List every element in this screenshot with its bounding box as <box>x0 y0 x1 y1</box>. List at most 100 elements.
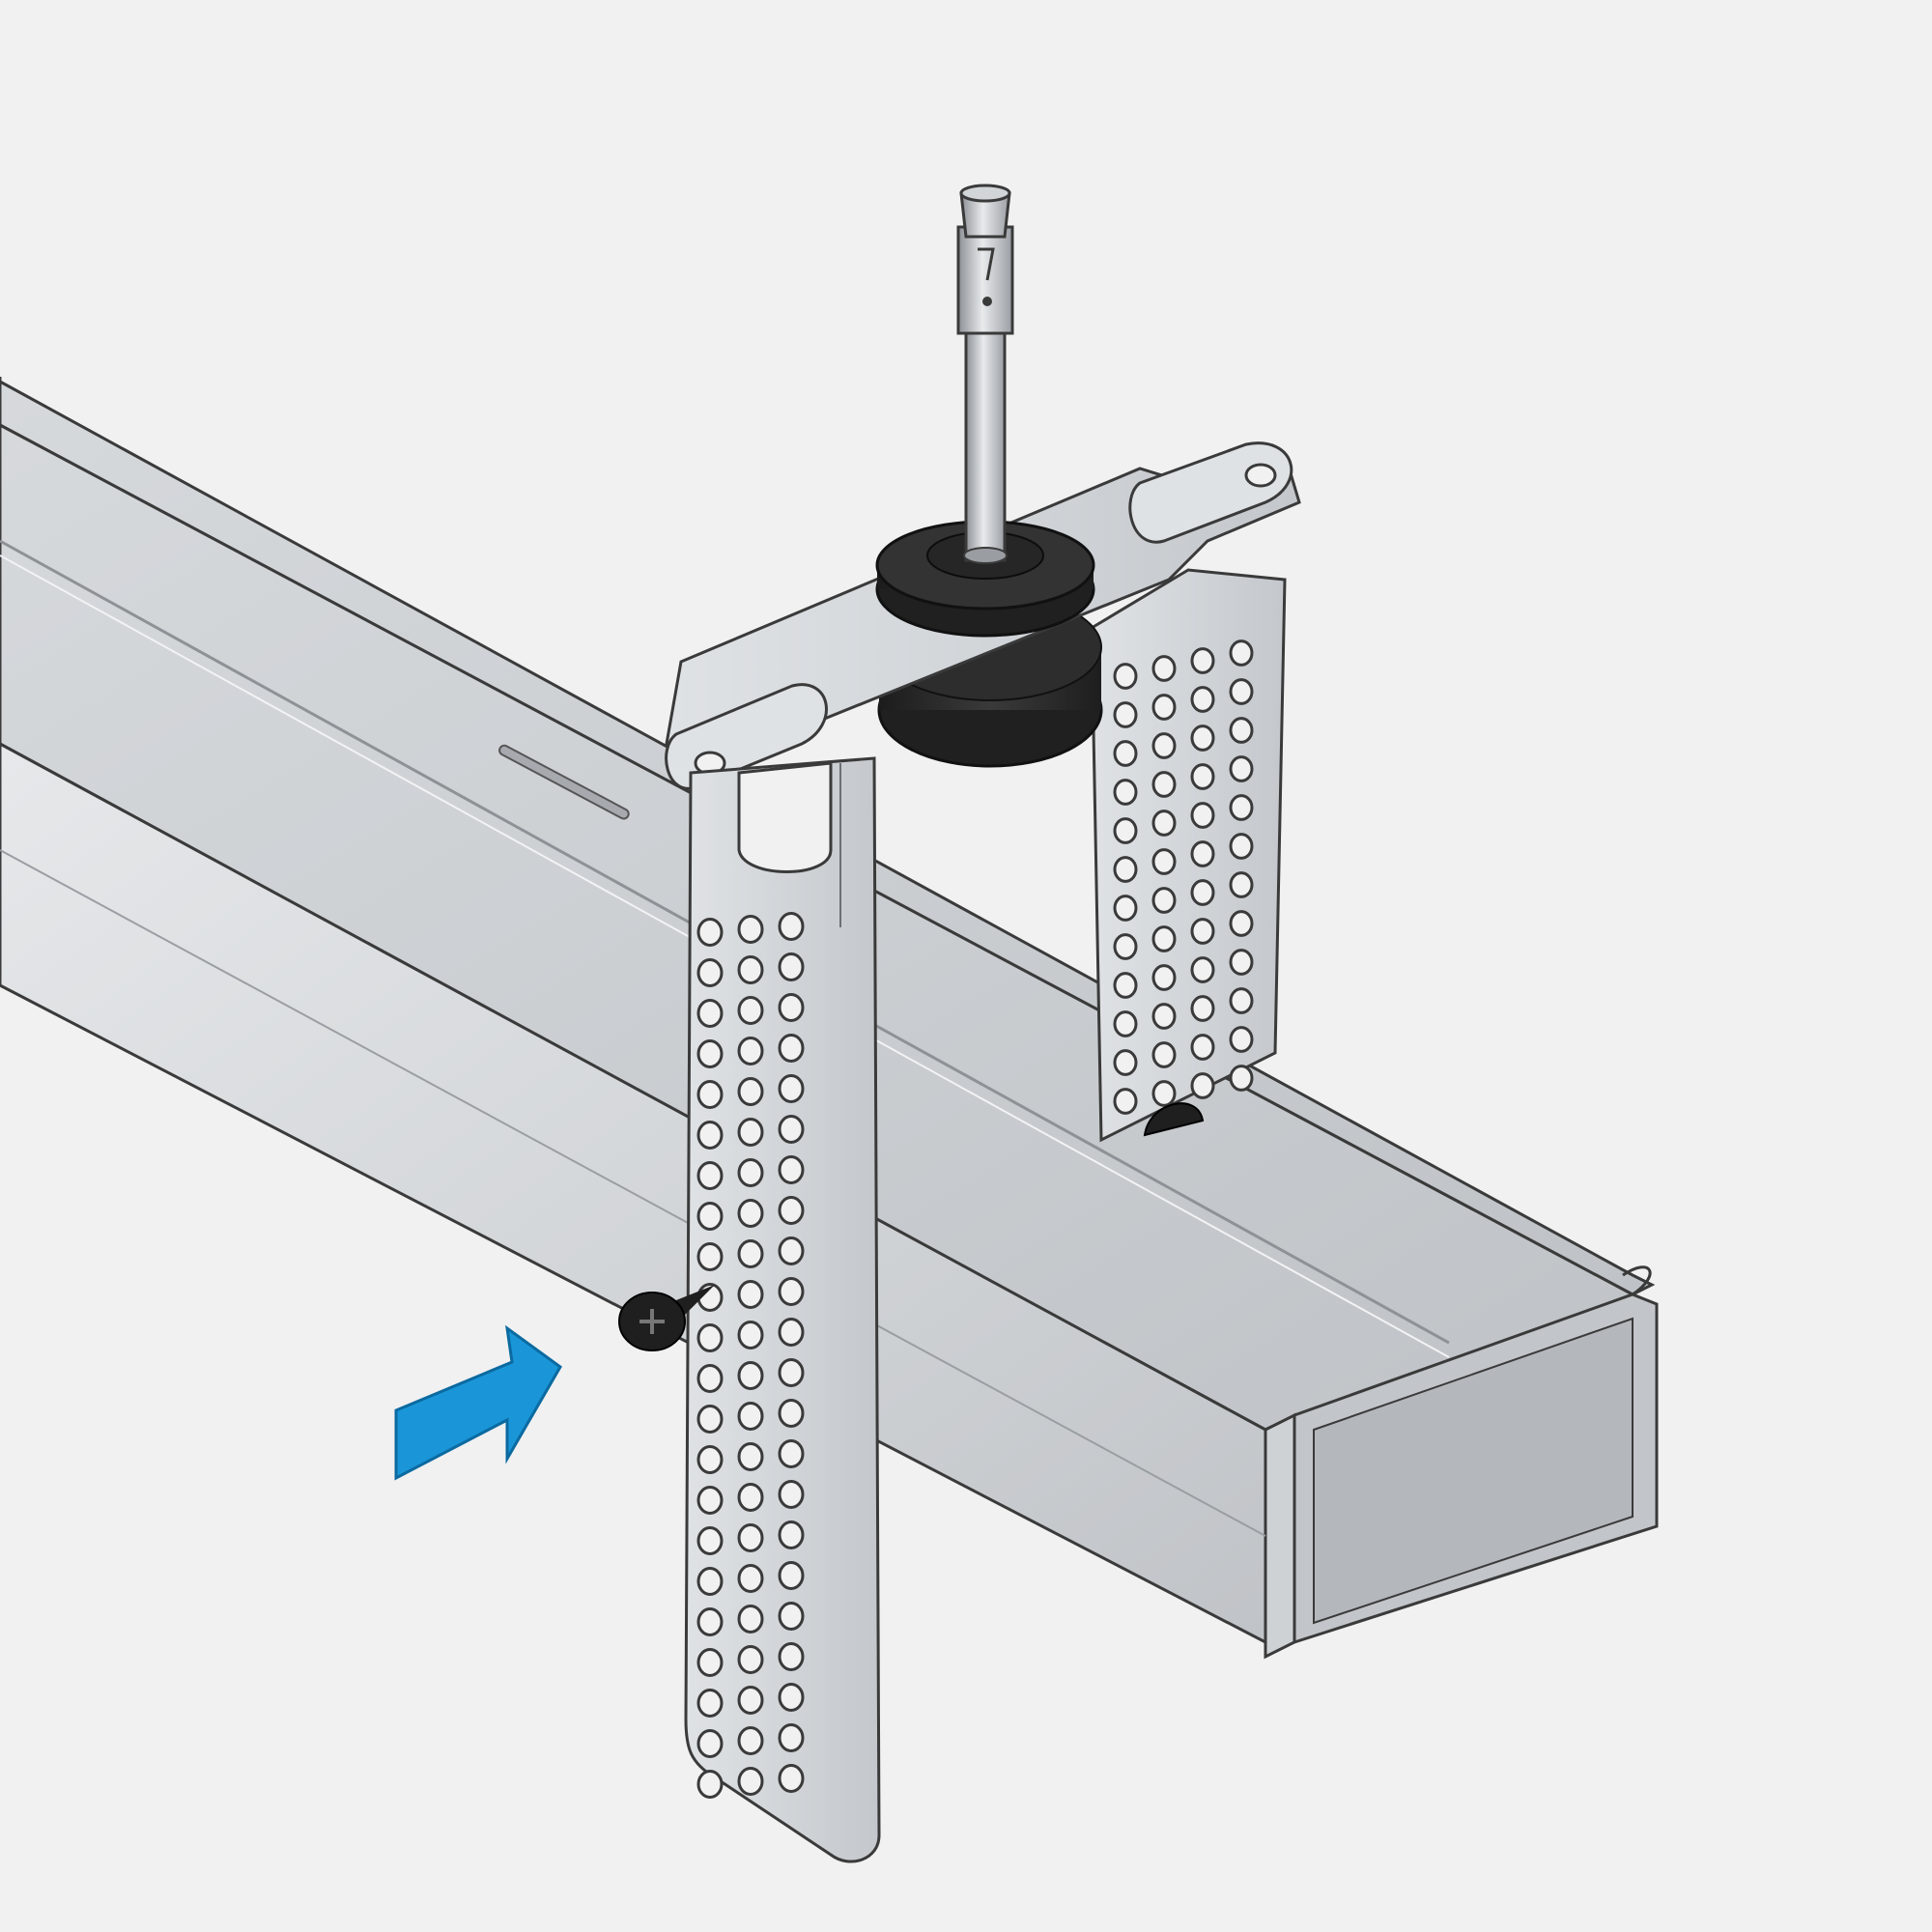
rod-slit <box>978 247 995 281</box>
perforation-hole <box>1190 918 1215 945</box>
perforation-hole <box>778 1277 805 1306</box>
perforation-hole <box>1229 717 1254 744</box>
rod-sleeve <box>956 225 1014 335</box>
perforation-hole <box>737 915 764 944</box>
perforation-hole <box>1151 732 1177 759</box>
perforation-hole <box>696 1770 724 1799</box>
front-leg-plate <box>684 756 881 1863</box>
perforation-hole <box>696 1202 724 1231</box>
perforation-hole <box>1151 887 1177 914</box>
perforation-hole <box>737 955 764 984</box>
perforation-hole <box>1229 910 1254 937</box>
perforation-hole <box>778 1115 805 1144</box>
perforation-hole <box>778 1764 805 1793</box>
perforation-hole <box>778 1399 805 1428</box>
channel-far-lip <box>1622 1265 1652 1296</box>
perforation-hole <box>1229 755 1254 782</box>
perforation-hole <box>696 1364 724 1393</box>
perforation-hole <box>1229 871 1254 898</box>
perforation-hole <box>737 1645 764 1674</box>
perforation-hole <box>737 1767 764 1796</box>
perforation-hole <box>778 912 805 941</box>
screw-back <box>1143 1102 1205 1137</box>
perforation-hole <box>737 1726 764 1755</box>
perforation-hole <box>778 1034 805 1063</box>
perforation-hole <box>1151 964 1177 991</box>
perforation-hole <box>778 1642 805 1671</box>
channel-slot <box>498 744 630 820</box>
perforation-hole <box>1229 949 1254 976</box>
perforation-hole <box>1190 840 1215 867</box>
perforation-hole <box>737 1686 764 1715</box>
perforation-hole <box>696 1323 724 1352</box>
perforation-hole <box>696 1080 724 1109</box>
perforation-hole <box>737 1118 764 1147</box>
perforation-hole <box>1190 763 1215 790</box>
rod-shaft <box>964 317 1007 562</box>
perforation-hole <box>737 1321 764 1350</box>
perforation-hole <box>1151 1080 1177 1107</box>
perforation-hole <box>696 1445 724 1474</box>
perforation-hole <box>778 1236 805 1265</box>
perforation-hole <box>1151 694 1177 721</box>
perforation-hole <box>737 1442 764 1471</box>
perforation-hole <box>778 1074 805 1103</box>
perforation-hole <box>737 1523 764 1552</box>
perforation-hole <box>1229 1065 1254 1092</box>
perforation-hole <box>1113 895 1138 922</box>
perforation-hole <box>1113 1010 1138 1037</box>
perforation-hole <box>737 1483 764 1512</box>
perforation-hole <box>696 1405 724 1434</box>
rod-top <box>959 184 1011 203</box>
perforation-hole <box>1151 1003 1177 1030</box>
perforation-hole <box>778 1561 805 1590</box>
perforation-hole <box>1151 810 1177 837</box>
perforation-hole <box>778 993 805 1022</box>
back-leg-holes <box>1113 639 1254 1115</box>
perforation-hole <box>778 1318 805 1347</box>
front-leg-cutout <box>737 761 833 873</box>
perforation-hole <box>778 1520 805 1549</box>
channel-end-inner <box>1313 1317 1634 1625</box>
perforation-hole <box>1229 639 1254 667</box>
perforation-hole <box>1113 663 1138 690</box>
perforation-hole <box>1190 995 1215 1022</box>
perforation-hole <box>696 1567 724 1596</box>
perforation-hole <box>737 1037 764 1065</box>
perforation-hole <box>737 996 764 1025</box>
perforation-hole <box>1190 686 1215 713</box>
perforation-hole <box>1190 879 1215 906</box>
perforation-hole <box>696 1607 724 1636</box>
perforation-hole <box>778 1196 805 1225</box>
perforation-hole <box>1190 724 1215 752</box>
perforation-hole <box>1190 956 1215 983</box>
perforation-hole <box>1113 972 1138 999</box>
hanger-back-leg <box>1090 568 1287 1143</box>
perforation-hole <box>1113 933 1138 960</box>
perforation-hole <box>1113 740 1138 767</box>
perforation-hole <box>737 1280 764 1309</box>
rod-pin <box>982 297 992 306</box>
perforation-hole <box>696 1689 724 1718</box>
fixing-screw <box>618 1285 715 1351</box>
rod-base-washer <box>963 547 1008 564</box>
perforation-hole <box>1113 701 1138 728</box>
perforation-hole <box>696 1242 724 1271</box>
perforation-hole <box>1113 779 1138 806</box>
perforation-hole <box>696 1486 724 1515</box>
hanger-front-leg <box>684 756 881 1863</box>
perforation-hole <box>1229 987 1254 1014</box>
right-ear-hole <box>1244 463 1277 488</box>
insertion-arrow <box>394 1324 562 1481</box>
perforation-hole <box>778 1683 805 1712</box>
perforation-hole <box>1229 1026 1254 1053</box>
perforation-hole <box>737 1077 764 1106</box>
perforation-hole <box>1113 856 1138 883</box>
perforation-hole <box>1190 647 1215 674</box>
perforation-hole <box>696 1039 724 1068</box>
perforation-hole <box>696 1161 724 1190</box>
perforation-hole <box>1113 1049 1138 1076</box>
perforation-hole <box>696 958 724 987</box>
